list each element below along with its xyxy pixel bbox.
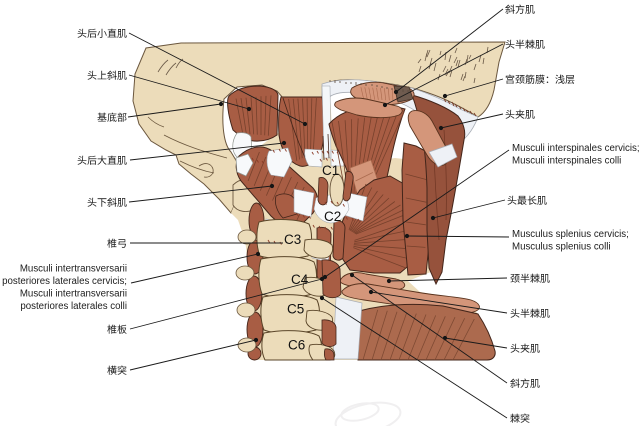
svg-text:posteriores laterales cervicis: posteriores laterales cervicis; bbox=[2, 276, 127, 287]
svg-text:C4: C4 bbox=[291, 272, 309, 287]
svg-text:C6: C6 bbox=[288, 338, 305, 353]
svg-text:posteriores laterales colli: posteriores laterales colli bbox=[20, 301, 127, 312]
svg-text:C5: C5 bbox=[287, 302, 304, 317]
svg-text:Musculus splenius colli: Musculus splenius colli bbox=[512, 242, 611, 253]
svg-text:Musculi intertransversarii: Musculi intertransversarii bbox=[20, 289, 127, 300]
svg-text:Musculi intertransversarii: Musculi intertransversarii bbox=[20, 264, 127, 275]
svg-text:Musculi interspinales colli: Musculi interspinales colli bbox=[512, 156, 621, 167]
svg-text:C3: C3 bbox=[284, 232, 301, 247]
svg-text:C1: C1 bbox=[322, 163, 339, 178]
svg-text:C2: C2 bbox=[324, 209, 341, 224]
svg-text:Musculi interspinales cervicis: Musculi interspinales cervicis; bbox=[512, 143, 640, 154]
svg-text:Musculus splenius cervicis;: Musculus splenius cervicis; bbox=[512, 229, 629, 240]
